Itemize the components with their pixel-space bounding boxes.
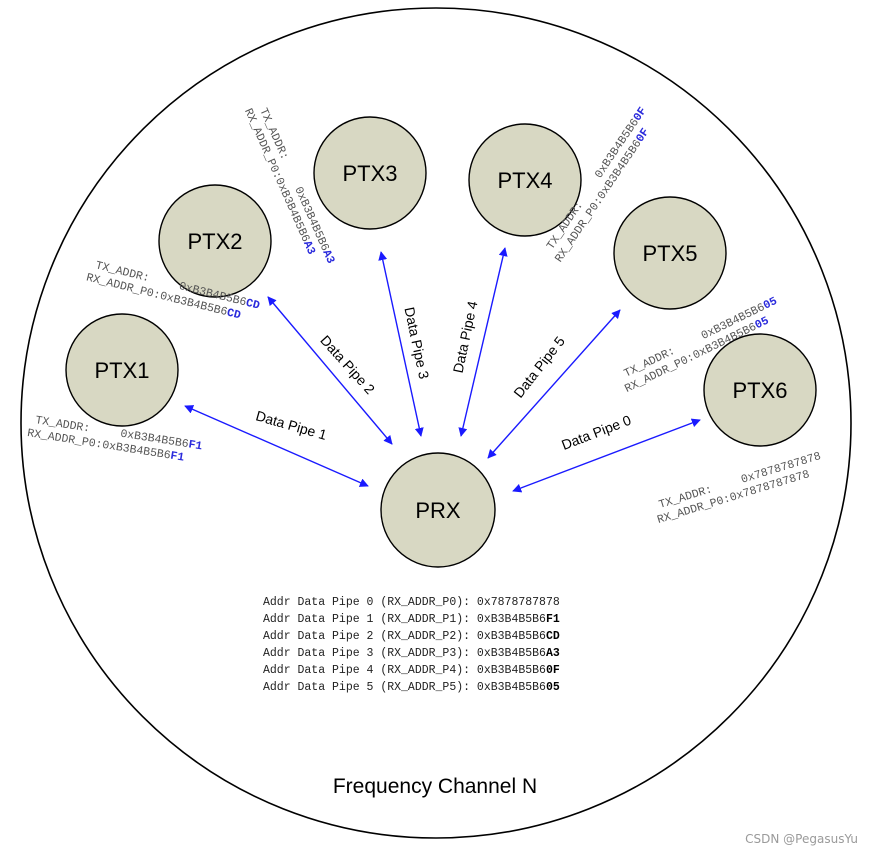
data-pipe-two-arrow bbox=[267, 296, 393, 445]
data-pipe-five-arrow bbox=[487, 309, 621, 459]
data-pipe-one-arrow bbox=[184, 405, 369, 487]
channel-label: Frequency Channel N bbox=[333, 775, 537, 798]
pipe-table-row: Addr Data Pipe 1 (RX_ADDR_P1): 0xB3B4B5B… bbox=[263, 613, 560, 626]
data-pipe-three-arrow bbox=[378, 251, 424, 437]
ptx6-label: PTX6 bbox=[732, 378, 787, 403]
ptx3-label: PTX3 bbox=[342, 161, 397, 186]
pipe-table-row: Addr Data Pipe 0 (RX_ADDR_P0): 0x7878787… bbox=[263, 596, 560, 609]
ptx2-node: PTX2 bbox=[158, 184, 272, 298]
ptx2-circle bbox=[158, 184, 272, 298]
pipe-table-row: Addr Data Pipe 2 (RX_ADDR_P2): 0xB3B4B5B… bbox=[263, 630, 560, 643]
ptx2-label: PTX2 bbox=[187, 229, 242, 254]
pipe-address-table: Addr Data Pipe 0 (RX_ADDR_P0): 0x7878787… bbox=[263, 596, 560, 694]
ptx5-label: PTX5 bbox=[642, 241, 697, 266]
ptx4-circle bbox=[468, 123, 582, 237]
pipe-table-row: Addr Data Pipe 3 (RX_ADDR_P3): 0xB3B4B5B… bbox=[263, 647, 560, 660]
prx-label: PRX bbox=[415, 498, 461, 523]
ptx1-node: PTX1 bbox=[65, 313, 179, 427]
ptx1-circle bbox=[65, 313, 179, 427]
prx-node: PRX bbox=[380, 452, 496, 568]
data-pipe-four-arrow bbox=[458, 247, 508, 437]
ptx1-label: PTX1 bbox=[94, 358, 149, 383]
watermark: CSDN @PegasusYu bbox=[745, 832, 858, 846]
prx-circle bbox=[380, 452, 496, 568]
pipe-table-row: Addr Data Pipe 4 (RX_ADDR_P4): 0xB3B4B5B… bbox=[263, 664, 560, 677]
ptx6-circle bbox=[703, 333, 817, 447]
ptx4-node: PTX4 bbox=[468, 123, 582, 237]
ptx3-circle bbox=[313, 116, 427, 230]
ptx3-node: PTX3 bbox=[313, 116, 427, 230]
pipe-table-row: Addr Data Pipe 5 (RX_ADDR_P5): 0xB3B4B5B… bbox=[263, 681, 560, 694]
ptx6-node: PTX6 bbox=[703, 333, 817, 447]
data-pipe-zero-arrow bbox=[512, 418, 701, 493]
ptx5-node: PTX5 bbox=[613, 196, 727, 310]
ptx4-label: PTX4 bbox=[497, 168, 552, 193]
ptx5-circle bbox=[613, 196, 727, 310]
